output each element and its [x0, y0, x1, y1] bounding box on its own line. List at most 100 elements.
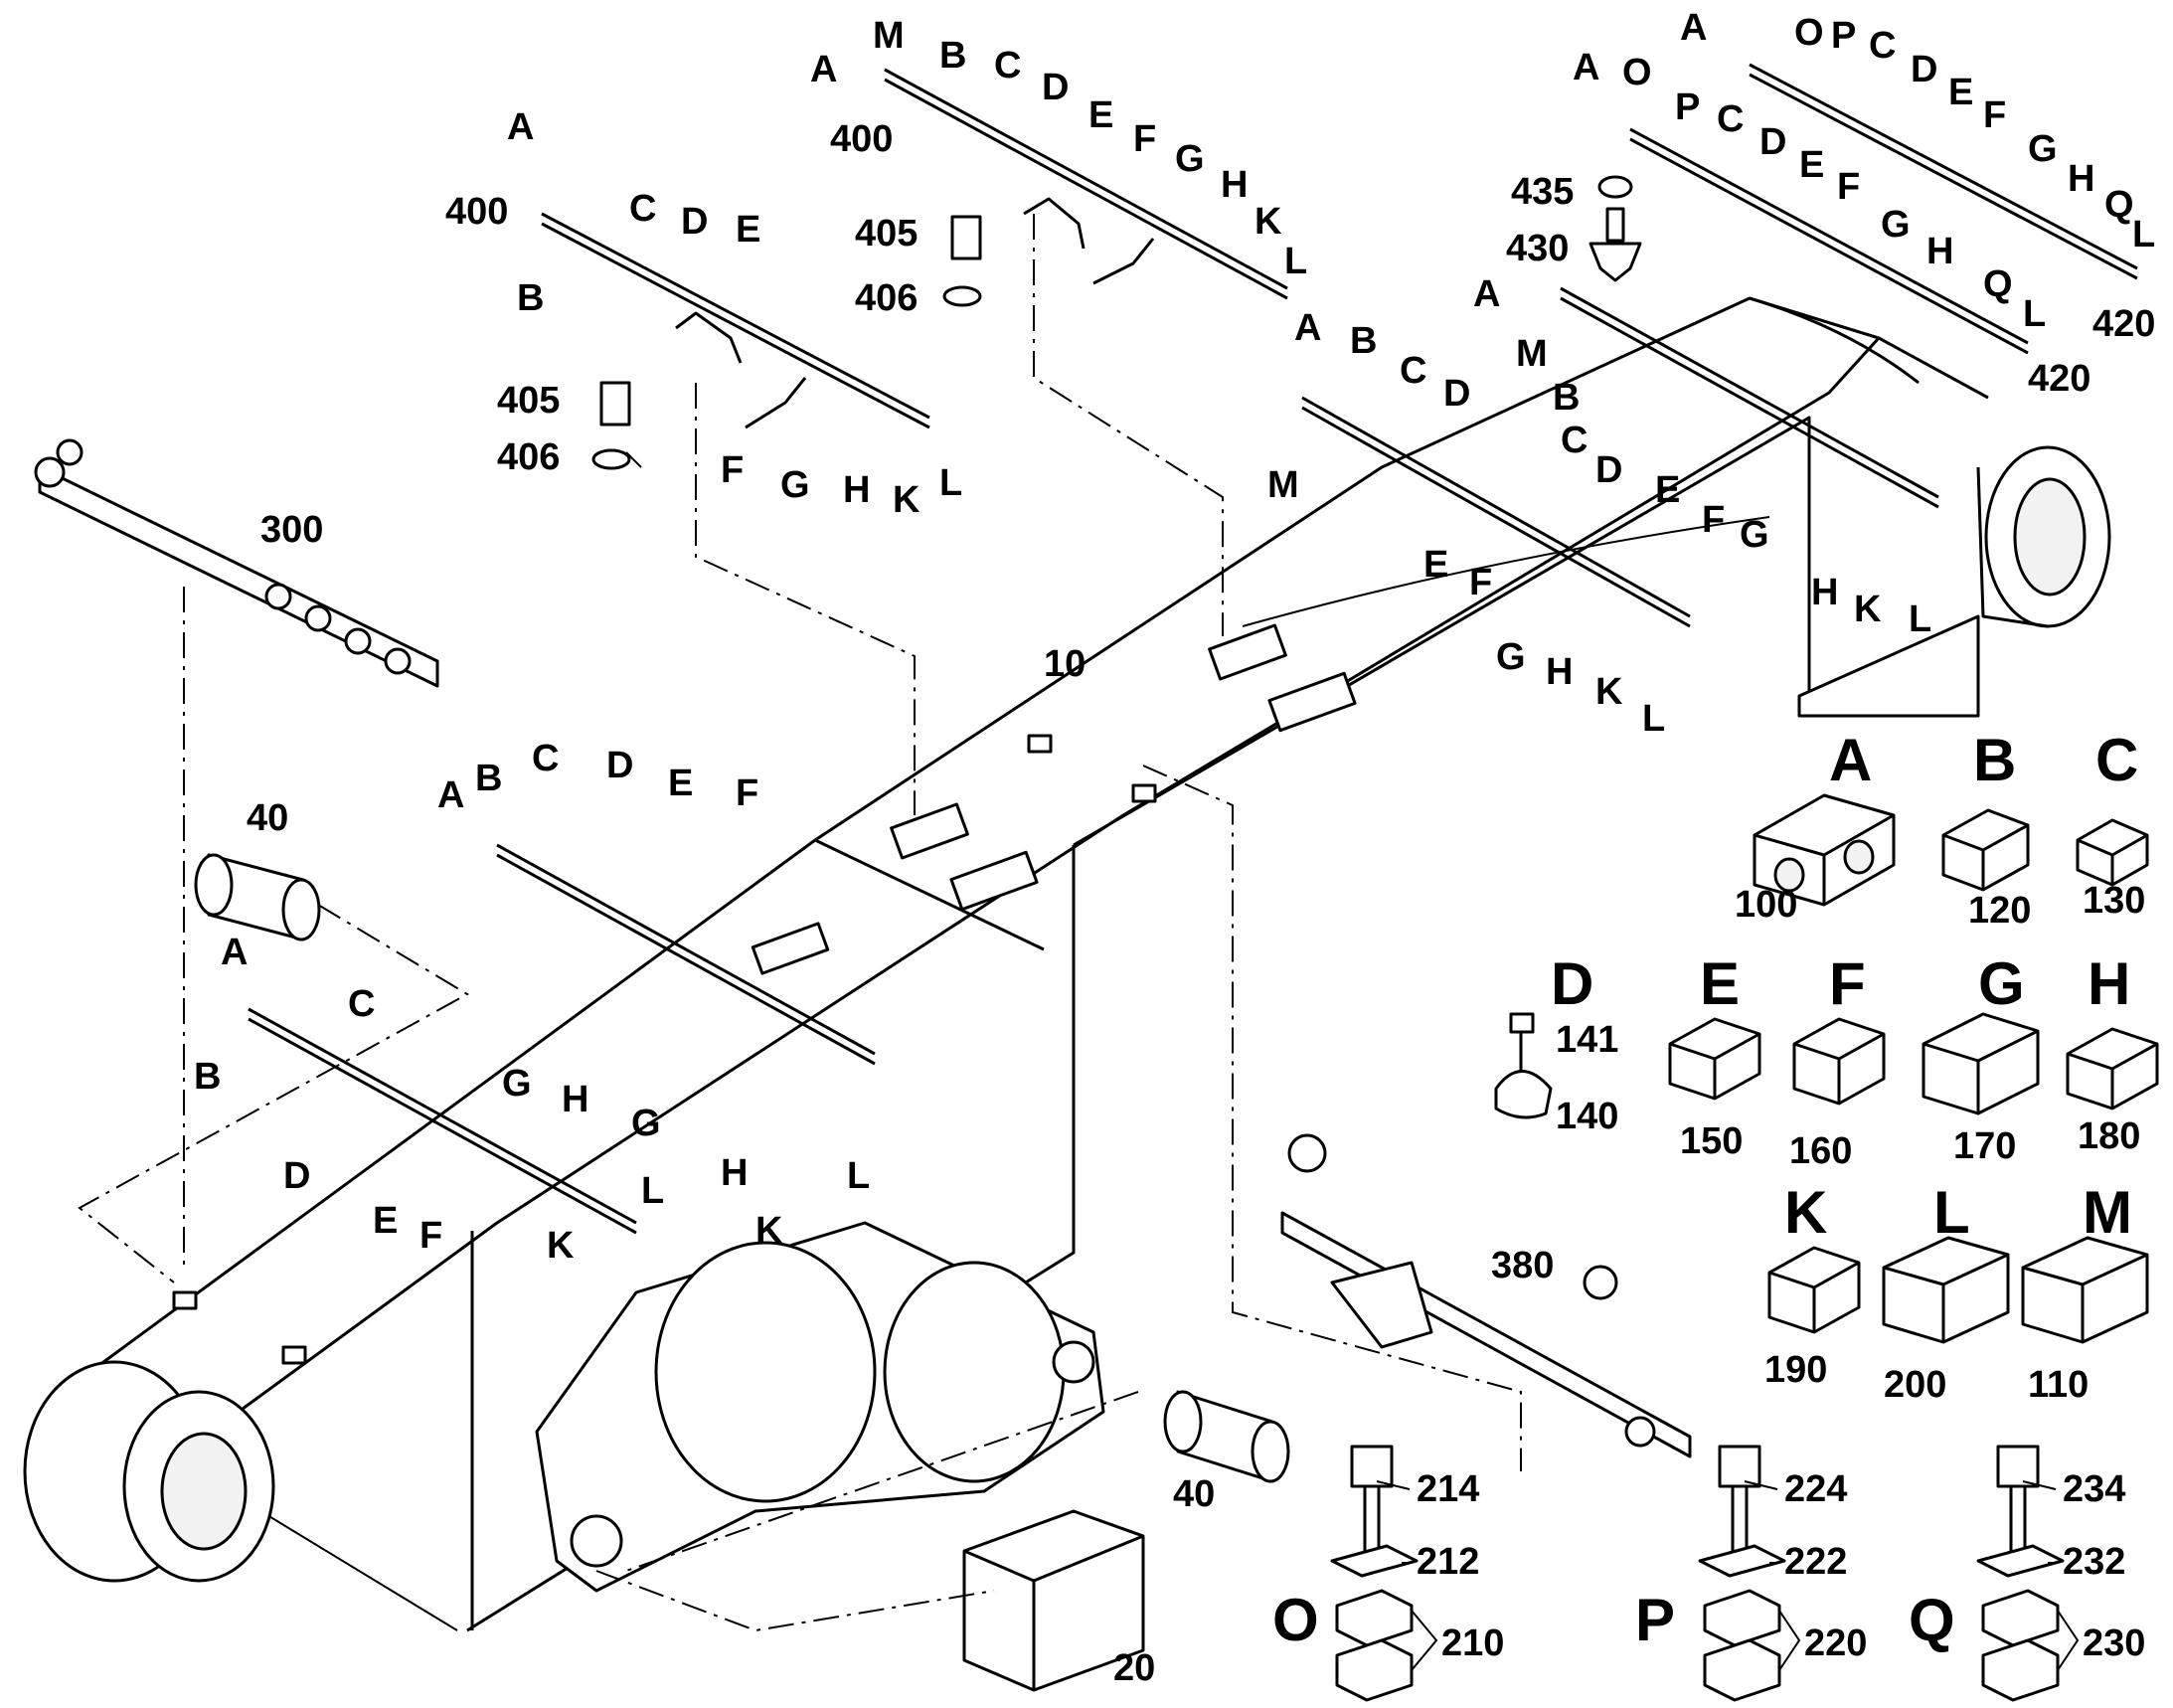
stack-plate-222: 222	[1784, 1541, 1847, 1583]
clamp-part-141: 141	[1556, 1019, 1618, 1061]
rail-letter: L	[1909, 598, 1931, 640]
rail-letter: H	[1221, 164, 1248, 206]
clamp-letter-B: B	[1973, 727, 2016, 793]
rail-letter: Q	[1983, 263, 2013, 305]
rail-letter: M	[873, 15, 905, 57]
rail-letter: H	[2068, 158, 2094, 200]
rail-letter: F	[1469, 562, 1492, 603]
rail-letter: D	[283, 1155, 310, 1197]
clamp-letter-D: D	[1551, 950, 1593, 1017]
clamp-part-170: 170	[1953, 1125, 2016, 1167]
rail-letter: F	[736, 772, 758, 814]
clamp-rails	[248, 63, 2138, 1235]
rail-letter: D	[1759, 121, 1786, 163]
rail-letter: D	[1443, 373, 1470, 415]
clamp-part-200: 200	[1884, 1364, 1946, 1406]
clamp-letter-L: L	[1933, 1179, 1970, 1246]
stack-legend: O 214 212 210 P 224 222 220 Q 234 232 23…	[1272, 1468, 2145, 1664]
rail-letter: F	[1702, 499, 1725, 541]
label-part-40-left: 40	[247, 797, 288, 839]
label-part-40-right: 40	[1173, 1473, 1215, 1515]
rail-letter: G	[631, 1103, 661, 1144]
rail-letter: K	[547, 1225, 575, 1267]
rail-letter: B	[517, 277, 544, 319]
rail-letter: A	[221, 932, 248, 973]
rail-letter: D	[1042, 67, 1069, 108]
rail-letter: Q	[2104, 184, 2134, 226]
stack-bolt-234: 234	[2063, 1468, 2125, 1510]
label-part-20: 20	[1113, 1647, 1155, 1689]
rail-letter: C	[994, 45, 1021, 86]
rail-letter: E	[1088, 94, 1113, 136]
clamp-part-180: 180	[2078, 1115, 2140, 1157]
rail-letter: M	[1516, 333, 1548, 375]
rail-letter: A	[437, 774, 464, 816]
pin-40-left	[194, 853, 321, 941]
rail-letter: C	[532, 738, 559, 779]
clamp-icons	[1494, 793, 2159, 1344]
stack-letter-P: P	[1635, 1587, 1675, 1653]
rail-letter: C	[1400, 350, 1426, 392]
rail-letter: D	[606, 745, 633, 786]
stack-letter-O: O	[1272, 1587, 1319, 1653]
label-part-405-left: 405	[497, 380, 560, 422]
rail-letter: L	[847, 1155, 870, 1197]
rail-letter: E	[668, 763, 693, 804]
clamp-part-160: 160	[1789, 1130, 1852, 1172]
rail-letter: D	[1911, 49, 1937, 90]
rail-letter: M	[1267, 464, 1299, 506]
clamp-part-130: 130	[2083, 880, 2145, 922]
bolt-washer-left	[591, 381, 631, 470]
bracket-300	[34, 438, 439, 688]
rail-letter: L	[1284, 241, 1307, 282]
label-part-406-left: 406	[497, 436, 560, 478]
rail-letter: G	[1496, 636, 1526, 678]
rail-letter: B	[194, 1056, 221, 1098]
rail-letter: A	[810, 49, 837, 90]
part-labels: 10 20 40 40 300 380 400 400 405 406 405 …	[247, 118, 2155, 1689]
rail-letter: K	[893, 479, 920, 521]
clamp-part-110: 110	[2028, 1364, 2089, 1406]
clamp-stacks	[1330, 1445, 2065, 1702]
rail-letter: H	[562, 1079, 588, 1120]
rail-letter: G	[502, 1063, 532, 1105]
rail-letter: O	[1622, 52, 1652, 93]
block-20	[962, 1509, 1145, 1692]
clamp-letter-M: M	[2083, 1179, 2132, 1246]
rail-letter: E	[1948, 72, 1973, 113]
rail-letter: K	[1595, 671, 1623, 713]
rail-letter: C	[348, 983, 375, 1025]
rail-letter: G	[780, 464, 810, 506]
rail-letter: B	[1350, 320, 1377, 362]
rail-letter: F	[1837, 166, 1860, 208]
rail-letter: K	[755, 1210, 783, 1252]
rail-letter: F	[419, 1215, 442, 1257]
stack-plate-212: 212	[1417, 1541, 1479, 1583]
rail-letter: B	[1553, 377, 1580, 419]
rail-letter: E	[1655, 469, 1680, 511]
rail-letter: C	[1561, 420, 1588, 461]
rail-letter: L	[641, 1170, 664, 1212]
rail-letter: A	[1294, 307, 1321, 349]
rail-letter: B	[939, 35, 966, 77]
label-part-435: 435	[1511, 171, 1574, 213]
rail-letter: E	[1423, 544, 1448, 586]
rail-letter: H	[1546, 651, 1573, 693]
rail-letter: A	[1473, 273, 1500, 315]
rail-letter: K	[1254, 201, 1282, 243]
stack-letter-Q: Q	[1909, 1587, 1955, 1653]
label-part-420-a: 420	[2092, 303, 2155, 345]
label-part-10: 10	[1044, 643, 1086, 685]
label-part-380: 380	[1491, 1245, 1554, 1286]
valve-block-380	[1280, 1133, 1692, 1458]
rail-letter: L	[2023, 293, 2046, 335]
clamp-letter-A: A	[1829, 727, 1872, 793]
label-part-400-mid: 400	[830, 118, 893, 160]
rail-letter: B	[475, 758, 502, 799]
clamp-part-140: 140	[1556, 1096, 1618, 1137]
rail-letter: D	[681, 201, 708, 243]
clamp-letter-F: F	[1829, 950, 1866, 1017]
rail-letter: L	[939, 462, 962, 504]
rail-letter: C	[629, 188, 656, 230]
